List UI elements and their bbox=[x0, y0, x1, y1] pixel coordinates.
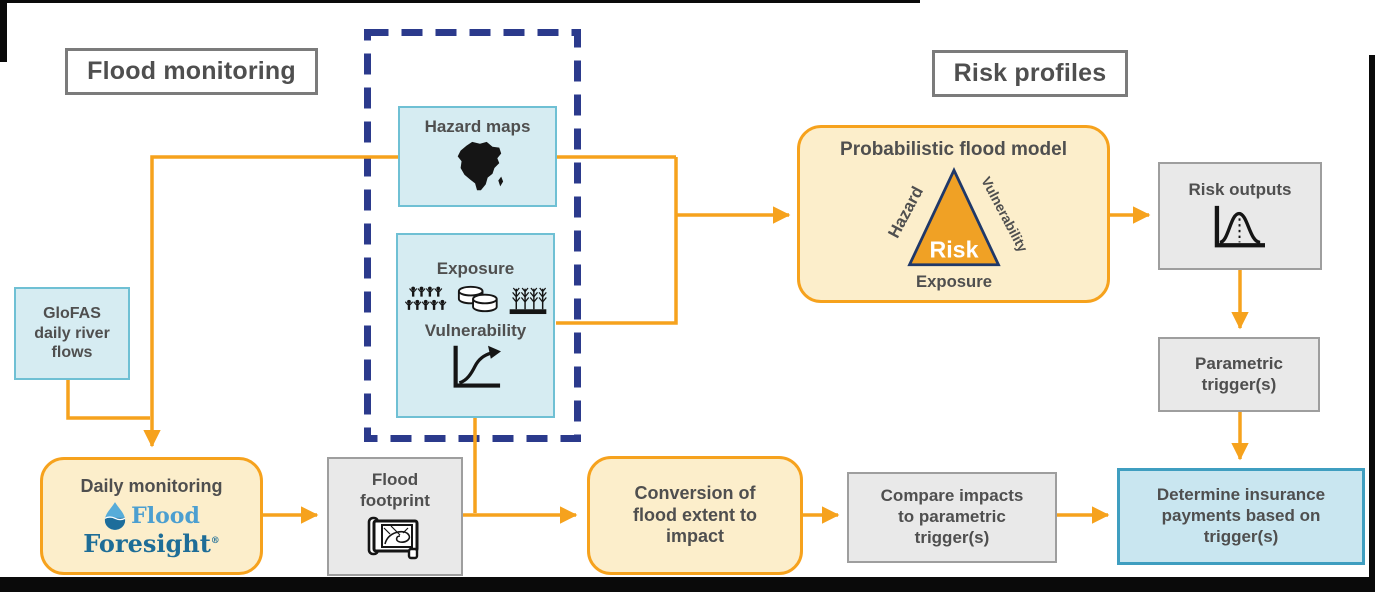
exposure-vulnerability-node: Exposure bbox=[396, 233, 555, 418]
probabilistic-model-node: Probabilistic flood model Risk Hazard Vu… bbox=[797, 125, 1110, 303]
frame-right-edge bbox=[1369, 55, 1375, 592]
risk-profiles-label-text: Risk profiles bbox=[953, 59, 1107, 87]
daily-monitoring-label: Daily monitoring bbox=[80, 476, 223, 496]
brand-word-foresight: Foresight bbox=[83, 529, 211, 558]
risk-triangle-hazard-label: Hazard bbox=[884, 183, 927, 241]
conversion-node: Conversion of flood extent to impact bbox=[587, 456, 803, 575]
parametric-trigger-node: Parametric trigger(s) bbox=[1158, 337, 1320, 412]
water-drop-icon bbox=[104, 502, 126, 530]
hazard-maps-label: Hazard maps bbox=[424, 117, 531, 137]
people-crowd-icon bbox=[404, 285, 447, 310]
glofas-node: GloFAS daily river flows bbox=[14, 287, 130, 380]
risk-triangle-center-label: Risk bbox=[929, 236, 978, 262]
glofas-label: GloFAS daily river flows bbox=[34, 305, 110, 362]
africa-map-icon bbox=[457, 141, 503, 191]
risk-profiles-section-label: Risk profiles bbox=[932, 50, 1128, 97]
flood-footprint-label: Flood footprint bbox=[360, 470, 430, 510]
compare-impacts-label: Compare impacts to parametric trigger(s) bbox=[880, 486, 1024, 547]
coins-icon bbox=[457, 285, 498, 312]
distribution-curve-icon bbox=[1214, 205, 1265, 248]
probabilistic-model-label: Probabilistic flood model bbox=[840, 139, 1067, 160]
hazard-maps-node: Hazard maps bbox=[398, 106, 557, 207]
determine-payments-node: Determine insurance payments based on tr… bbox=[1117, 468, 1365, 565]
flood-footprint-node: Flood footprint bbox=[327, 457, 463, 576]
frame-bottom-bar bbox=[0, 577, 1375, 592]
flood-foresight-logo: Flood Foresight® bbox=[83, 501, 220, 556]
vulnerability-label: Vulnerability bbox=[424, 320, 527, 340]
exposure-icons-row bbox=[402, 281, 550, 317]
compare-impacts-node: Compare impacts to parametric trigger(s) bbox=[847, 472, 1057, 563]
exposure-label: Exposure bbox=[436, 258, 515, 278]
risk-triangle-exposure-label: Exposure bbox=[916, 272, 992, 291]
crops-icon bbox=[509, 287, 547, 314]
risk-outputs-node: Risk outputs bbox=[1158, 162, 1322, 270]
conversion-label: Conversion of flood extent to impact bbox=[633, 482, 757, 547]
flood-monitoring-label-text: Flood monitoring bbox=[87, 57, 296, 85]
brand-word-flood: Flood bbox=[131, 503, 200, 529]
flood-map-scroll-icon bbox=[367, 516, 419, 559]
parametric-trigger-label: Parametric trigger(s) bbox=[1195, 353, 1283, 394]
risk-triangle: Risk Hazard Vulnerability Exposure bbox=[884, 167, 1031, 291]
determine-payments-label: Determine insurance payments based on tr… bbox=[1156, 485, 1326, 546]
risk-outputs-label: Risk outputs bbox=[1188, 180, 1292, 199]
flood-monitoring-section-label: Flood monitoring bbox=[65, 48, 318, 95]
frame-top-edge bbox=[0, 0, 920, 3]
brand-registered-mark: ® bbox=[210, 536, 220, 546]
damage-curve-icon bbox=[453, 345, 501, 388]
daily-monitoring-node: Daily monitoring Flood Foresight® bbox=[40, 457, 263, 575]
frame-left-edge bbox=[0, 0, 7, 62]
